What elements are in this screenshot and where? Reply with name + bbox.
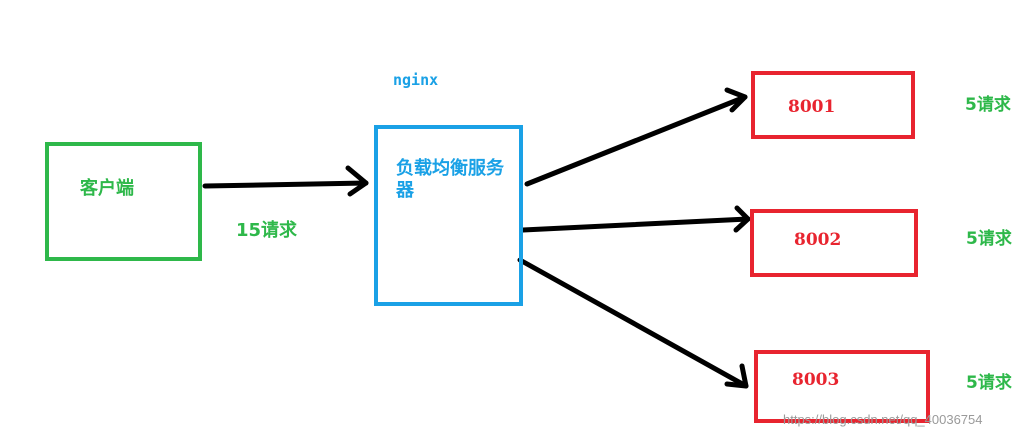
lb-to-8002-arrowhead (733, 205, 751, 233)
client-to-lb-arrowhead (345, 165, 369, 197)
client-box (45, 142, 202, 261)
server-port-label: 8003 (792, 370, 840, 390)
client-request-count: 15请求 (236, 220, 298, 241)
lb-to-8001-arrowhead (724, 87, 748, 113)
watermark: https://blog.csdn.net/qq_40036754 (783, 412, 983, 427)
nginx-label: nginx (393, 71, 439, 89)
server-port-label: 8001 (788, 97, 836, 117)
load-balancer-label: 负载均衡服务器 (396, 158, 504, 201)
load-balancer-box (374, 125, 523, 306)
server-port-label: 8002 (794, 230, 842, 250)
lb-to-8003-arrow (517, 257, 749, 389)
client-label: 客户端 (80, 178, 134, 199)
lb-to-8002-arrow (520, 216, 751, 233)
server-8001-box (751, 71, 915, 139)
server-8002-box (750, 209, 918, 277)
server-request-count: 5请求 (966, 373, 1012, 393)
server-request-count: 5请求 (965, 95, 1011, 115)
lb-to-8001-arrow (524, 94, 748, 187)
server-8003-box (754, 350, 930, 423)
server-request-count: 5请求 (966, 229, 1012, 249)
client-to-lb-arrow (202, 180, 369, 189)
lb-to-8003-arrowhead (724, 363, 749, 389)
